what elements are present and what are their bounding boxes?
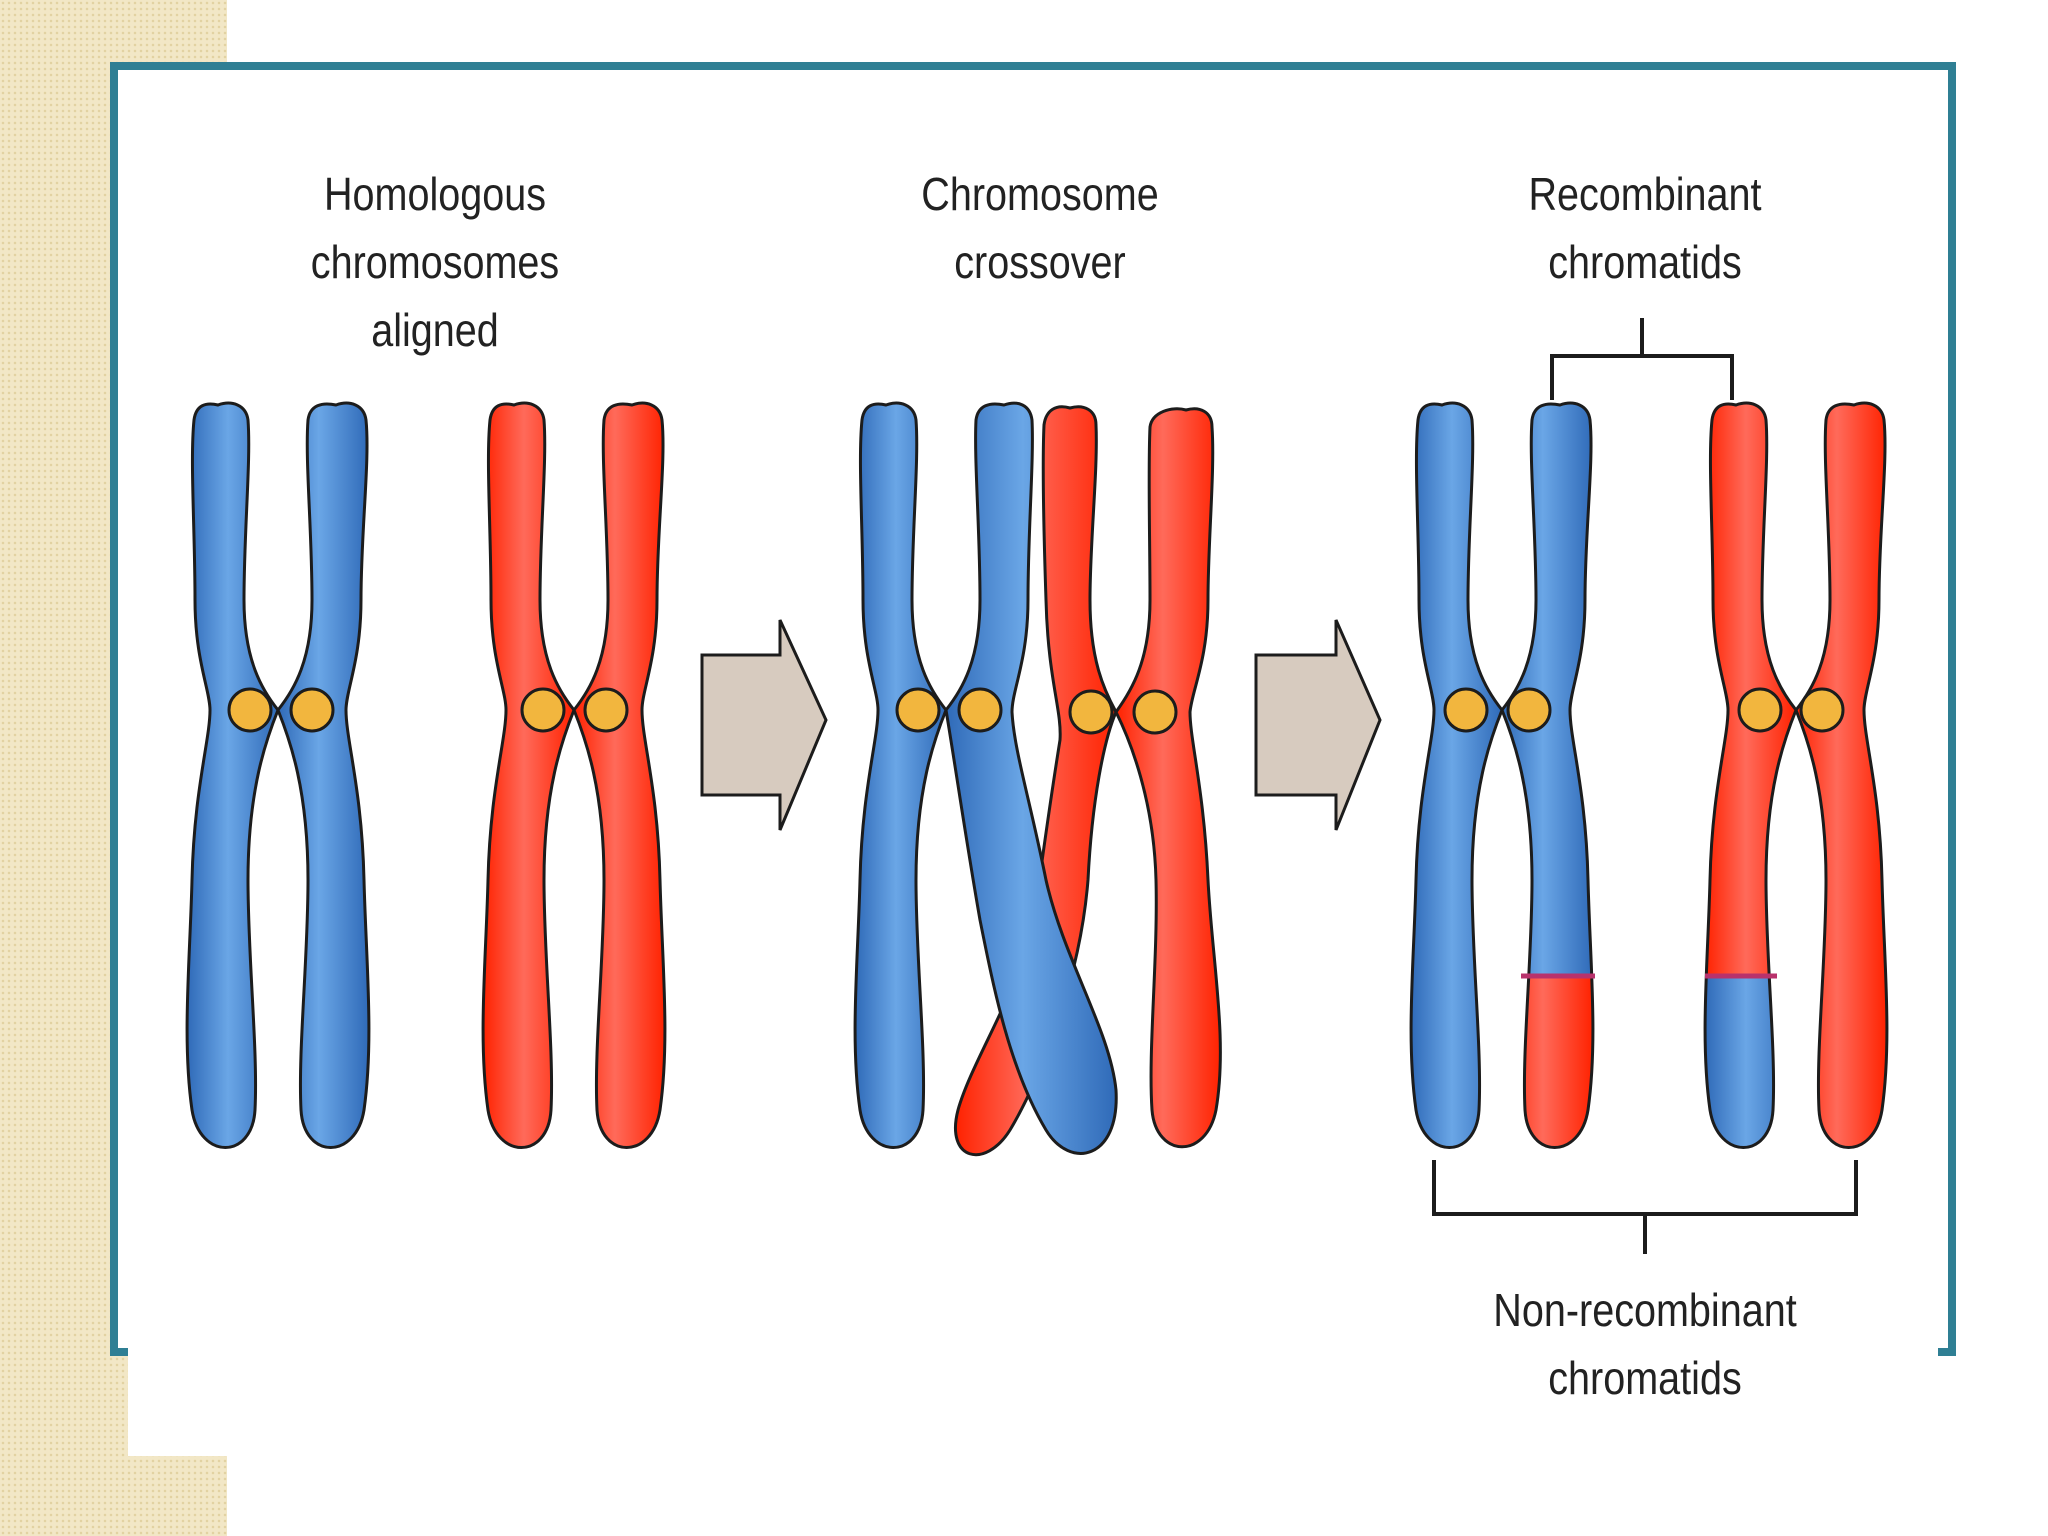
homologous-group	[185, 401, 667, 1149]
process-arrow-2	[1254, 619, 1382, 831]
red-non-recombinant-chromatid	[1794, 401, 1889, 1149]
centromere	[227, 687, 273, 733]
label-line: chromosomes	[310, 236, 560, 288]
centromere	[1068, 689, 1114, 735]
centromere	[289, 687, 335, 733]
recombinant-chromatid-blue-red	[1500, 401, 1595, 1149]
label-crossover: Chromosome crossover	[894, 160, 1186, 296]
recombinant-bracket	[1550, 318, 1734, 400]
blue-chromatid	[853, 401, 948, 1149]
centromere	[583, 687, 629, 733]
process-arrow-1	[700, 619, 828, 831]
crossover-group	[853, 401, 1222, 1157]
blue-crossing-chromatid	[944, 401, 1118, 1155]
red-crossing-chromatid	[954, 405, 1118, 1157]
blue-chromatid-2	[276, 401, 371, 1149]
red-chromatid-2	[572, 401, 667, 1149]
label-homologous: Homologous chromosomes aligned	[293, 160, 577, 364]
blue-non-recombinant-chromatid	[1409, 401, 1504, 1149]
centromere	[520, 687, 566, 733]
red-chromatid-1	[481, 401, 576, 1149]
centromere	[957, 687, 1003, 733]
label-line: Recombinant	[1528, 168, 1762, 220]
label-line: chromatids	[1548, 236, 1742, 288]
non-recombinant-bracket	[1432, 1160, 1858, 1254]
label-recombinant: Recombinant chromatids	[1499, 160, 1791, 296]
label-non-recombinant: Non-recombinant chromatids	[1469, 1276, 1822, 1412]
label-line: Homologous	[323, 168, 547, 220]
centromere	[1799, 687, 1845, 733]
label-line: chromatids	[1548, 1352, 1742, 1404]
centromere	[1737, 687, 1783, 733]
centromere	[1132, 689, 1178, 735]
blue-chromatid-1	[185, 401, 280, 1149]
result-group	[1409, 401, 1889, 1149]
recombinant-chromatid-red-blue	[1703, 401, 1798, 1149]
centromere	[895, 687, 941, 733]
centromere	[1443, 687, 1489, 733]
label-line: Chromosome	[921, 168, 1159, 220]
label-line: aligned	[371, 304, 499, 356]
red-chromatid	[1114, 407, 1222, 1149]
label-line: crossover	[954, 236, 1126, 288]
label-line: Non-recombinant	[1493, 1284, 1797, 1336]
centromere	[1506, 687, 1552, 733]
diagram-panel	[128, 80, 1938, 1456]
